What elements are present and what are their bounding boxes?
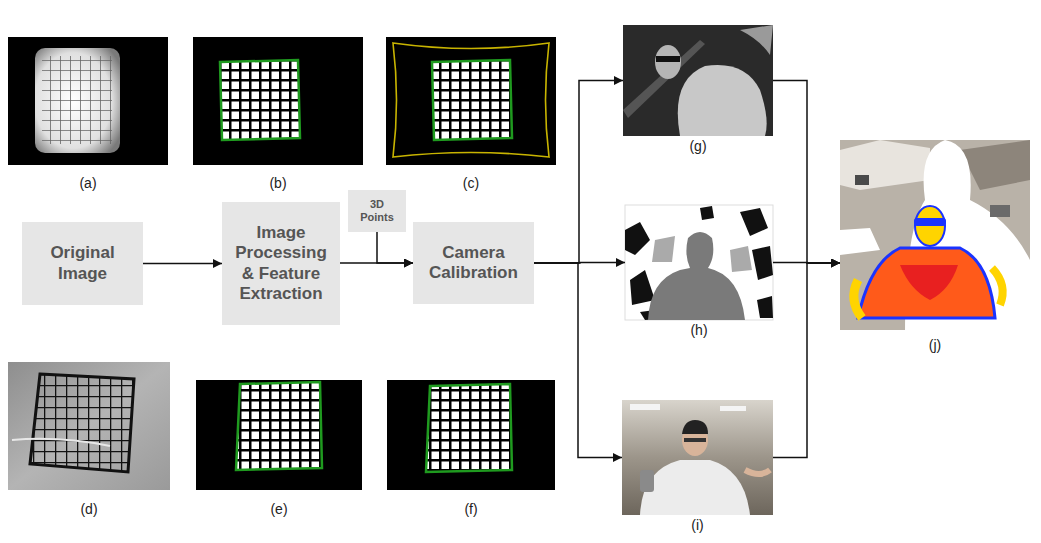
box-label: Original Image <box>28 243 137 284</box>
flow-arrow <box>377 232 413 263</box>
panel-label: (d) <box>69 500 109 518</box>
flow-arrow <box>534 263 622 458</box>
flow-arrow <box>773 81 840 264</box>
processed-grid <box>193 37 363 165</box>
process-box: Image Processing & Feature Extraction <box>222 202 340 325</box>
panel-label: (b) <box>258 174 298 192</box>
input-box: 3D Points <box>348 190 406 232</box>
panel-caption: (h) <box>625 320 773 340</box>
image-panel: (g) <box>623 25 773 156</box>
image-panel: (i) <box>622 400 773 535</box>
panel-caption: (i) <box>622 515 773 535</box>
rgb-person-image <box>622 400 773 515</box>
depth-image <box>625 205 773 320</box>
process-box: Original Image <box>22 222 143 305</box>
panel-caption: (j) <box>840 335 1030 355</box>
box-label: Camera Calibration <box>419 243 528 284</box>
processed-grid <box>196 380 362 490</box>
panel-label: (e) <box>259 500 299 518</box>
panel-caption: (g) <box>623 136 773 156</box>
image-panel: (j) <box>840 135 1030 355</box>
panel-label: (c) <box>451 174 491 192</box>
undistorted-grid <box>386 37 556 165</box>
ir-person-image <box>623 25 773 136</box>
image-panel: (h) <box>625 205 773 340</box>
fused-thermal-image <box>840 140 1030 335</box>
panel-label: (f) <box>451 500 491 518</box>
flow-arrow <box>534 81 623 264</box>
rgb-grid-photo <box>8 362 170 490</box>
ir-image <box>8 37 168 165</box>
panel-label: (a) <box>68 174 108 192</box>
box-label: Image Processing & Feature Extraction <box>228 223 334 305</box>
flow-arrow <box>773 263 840 458</box>
flow-arrow <box>143 263 222 265</box>
process-box: Camera Calibration <box>413 222 534 304</box>
processed-grid <box>387 380 555 490</box>
box-label: 3D Points <box>354 198 400 224</box>
